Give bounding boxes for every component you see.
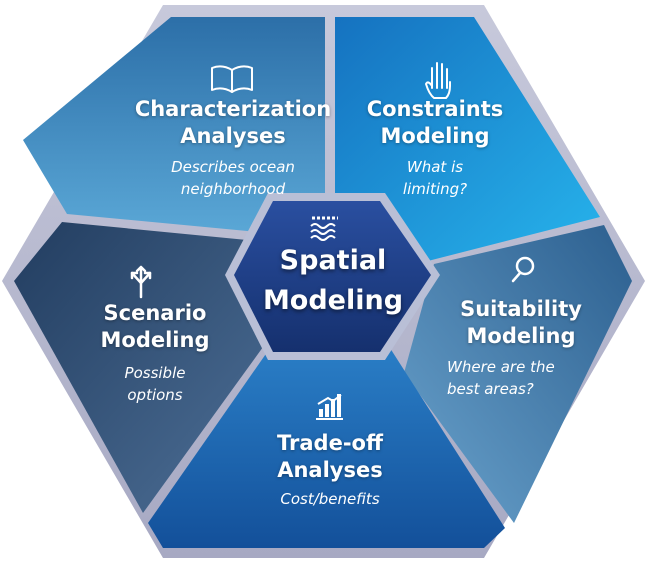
constraints-title-2: Modeling bbox=[380, 124, 490, 148]
characterization-desc-1: Describes ocean bbox=[171, 158, 295, 176]
suitability-label: Suitability Modeling Where are the best … bbox=[431, 296, 611, 400]
magnifier-icon bbox=[511, 256, 535, 283]
segment-characterization[interactable] bbox=[23, 17, 325, 232]
center-title: Spatial Modeling bbox=[243, 244, 423, 318]
tradeoff-title-1: Trade-off bbox=[277, 431, 383, 455]
scenario-label: Scenario Modeling Possible options bbox=[80, 300, 230, 406]
segment-suitability[interactable] bbox=[404, 225, 632, 523]
water-waves-icon bbox=[310, 216, 338, 241]
segment-constraints[interactable] bbox=[335, 17, 600, 262]
tradeoff-title-2: Analyses bbox=[277, 458, 383, 482]
segment-scenario[interactable] bbox=[14, 222, 263, 513]
constraints-desc-1: What is bbox=[406, 158, 464, 176]
split-arrows-icon bbox=[130, 265, 152, 299]
scenario-desc-1: Possible bbox=[124, 364, 186, 382]
constraints-title-1: Constraints bbox=[366, 97, 504, 121]
center-line1: Spatial bbox=[279, 245, 387, 276]
raised-hand-icon bbox=[425, 62, 451, 99]
suitability-title-2: Modeling bbox=[466, 324, 576, 348]
suitability-title-1: Suitability bbox=[460, 297, 582, 321]
scenario-title-2: Modeling bbox=[100, 328, 210, 352]
constraints-label: Constraints Modeling What is limiting? bbox=[350, 96, 520, 200]
tradeoff-label: Trade-off Analyses Cost/benefits bbox=[250, 430, 410, 510]
center-hexagon[interactable] bbox=[234, 201, 431, 352]
characterization-title-1: Characterization bbox=[134, 97, 332, 121]
constraints-desc-2: limiting? bbox=[402, 180, 468, 198]
bar-chart-icon bbox=[316, 394, 343, 420]
suitability-desc-1: Where are the bbox=[447, 358, 555, 376]
segment-tradeoff[interactable] bbox=[148, 348, 505, 548]
characterization-desc-2: neighborhood bbox=[180, 180, 286, 198]
scenario-desc-2: options bbox=[127, 386, 183, 404]
suitability-desc-2: best areas? bbox=[447, 380, 534, 398]
center-line2: Modeling bbox=[262, 285, 404, 316]
scenario-title-1: Scenario bbox=[103, 301, 207, 325]
characterization-label: Characterization Analyses Describes ocea… bbox=[133, 96, 333, 200]
open-book-icon bbox=[211, 65, 253, 93]
tradeoff-desc-1: Cost/benefits bbox=[280, 490, 380, 508]
characterization-title-2: Analyses bbox=[180, 124, 286, 148]
